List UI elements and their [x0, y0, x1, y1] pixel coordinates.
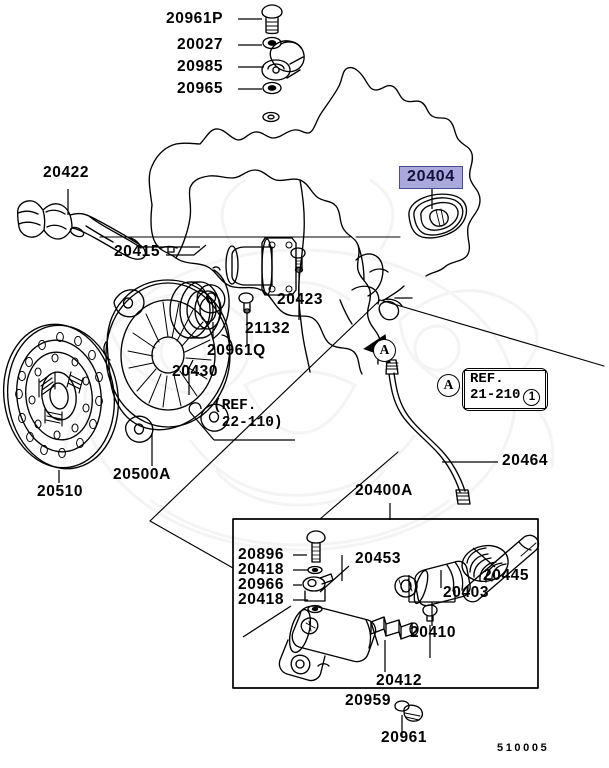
sheet-code: 510005 — [497, 742, 550, 754]
part-label-20423: 20423 — [277, 291, 324, 308]
part-label-20412: 20412 — [376, 672, 423, 689]
part-label-20966: 20966 — [238, 576, 285, 593]
part-label-20961P: 20961P — [166, 10, 224, 27]
part-label-20985: 20985 — [177, 58, 224, 75]
part-label-20430: 20430 — [172, 363, 219, 380]
part-label-20445: 20445 — [483, 567, 530, 584]
part-label-20422: 20422 — [43, 164, 90, 181]
part-label-20965: 20965 — [177, 80, 224, 97]
ref-21-210-line2: 21-210 — [470, 386, 521, 403]
ref-22-110-line2: 22-110) — [213, 414, 283, 431]
part-label-20500A: 20500A — [113, 466, 171, 483]
part-label-20510: 20510 — [37, 483, 84, 500]
ref-21-210-circled-number: 1 — [523, 388, 541, 406]
part-label-20464: 20464 — [502, 452, 549, 469]
part-label-20418-bottom: 20418 — [238, 591, 285, 608]
ref-22-110-line1: (REF. — [213, 398, 257, 414]
reference-22-110: (REF. 22-110) — [213, 398, 283, 431]
part-label-21132: 21132 — [245, 320, 291, 337]
part-label-20415: 20415 — [114, 243, 161, 260]
ref-21-210-line1: REF. — [470, 371, 504, 387]
part-label-20403: 20403 — [443, 584, 490, 601]
part-label-20961: 20961 — [381, 729, 428, 746]
part-label-20896: 20896 — [238, 546, 285, 563]
part-label-20027: 20027 — [177, 36, 224, 53]
part-label-20400A: 20400A — [355, 482, 413, 499]
callout-marker-a-top: A — [373, 339, 396, 362]
part-label-20453: 20453 — [355, 550, 402, 567]
part-label-20418-top: 20418 — [238, 561, 285, 578]
part-label-20959: 20959 — [345, 692, 392, 709]
callout-marker-a-refbox: A — [437, 374, 460, 397]
highlighted-part-number-20404[interactable]: 20404 — [399, 166, 463, 189]
part-label-20961Q: 20961Q — [207, 342, 266, 359]
part-label-20410: 20410 — [410, 624, 457, 641]
